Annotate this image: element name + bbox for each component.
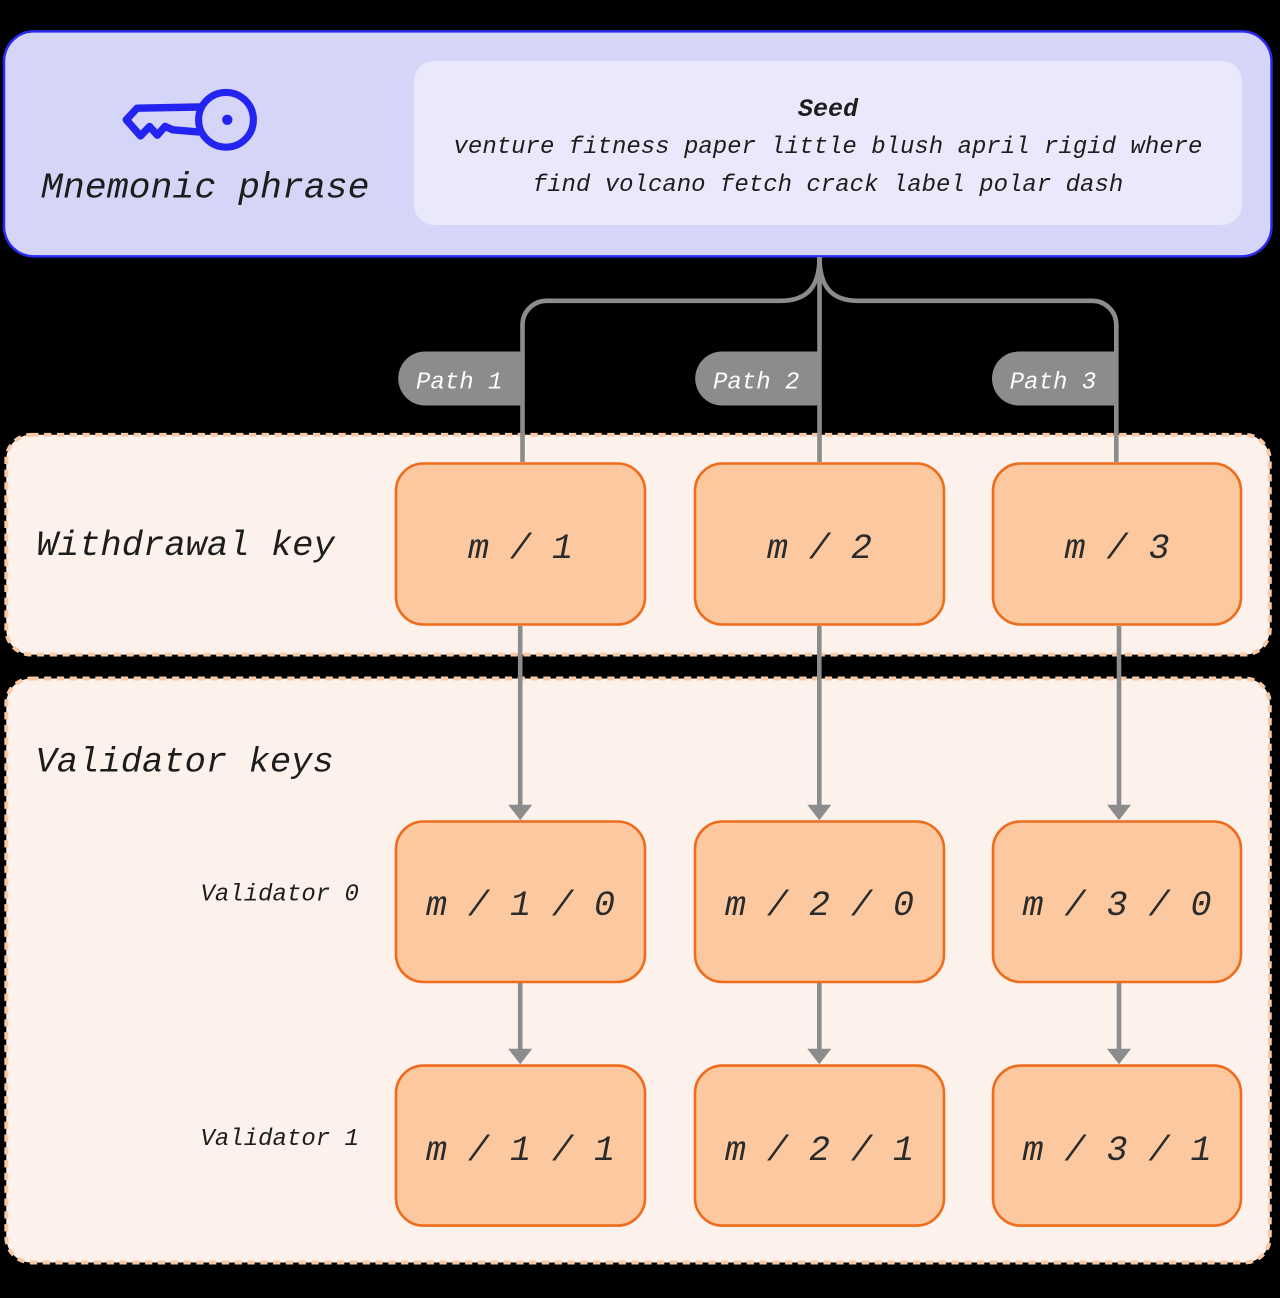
svg-text:Validator 0: Validator 0 bbox=[201, 882, 359, 909]
svg-text:Seed: Seed bbox=[798, 95, 859, 124]
svg-text:m / 2: m / 2 bbox=[767, 529, 872, 569]
svg-text:m / 3 / 1: m / 3 / 1 bbox=[1022, 1131, 1211, 1171]
svg-text:venture fitness paper little b: venture fitness paper little blush april… bbox=[454, 134, 1203, 161]
svg-text:Path 3: Path 3 bbox=[1010, 370, 1096, 397]
svg-text:Path 1: Path 1 bbox=[416, 370, 502, 397]
svg-text:m / 3 / 0: m / 3 / 0 bbox=[1022, 886, 1211, 926]
svg-text:find volcano fetch crack label: find volcano fetch crack label polar das… bbox=[533, 172, 1124, 199]
svg-text:Path 2: Path 2 bbox=[713, 370, 799, 397]
svg-text:Withdrawal key: Withdrawal key bbox=[37, 525, 336, 566]
svg-text:m / 2 / 0: m / 2 / 0 bbox=[725, 886, 914, 926]
svg-text:Mnemonic phrase: Mnemonic phrase bbox=[41, 168, 370, 209]
svg-text:Validator 1: Validator 1 bbox=[201, 1126, 359, 1153]
svg-text:m / 1 / 1: m / 1 / 1 bbox=[426, 1131, 615, 1171]
svg-text:m / 1: m / 1 bbox=[468, 529, 573, 569]
svg-text:Validator keys: Validator keys bbox=[36, 742, 334, 783]
svg-text:m / 1 / 0: m / 1 / 0 bbox=[426, 886, 615, 926]
svg-text:m / 3: m / 3 bbox=[1064, 529, 1169, 569]
svg-text:m / 2 / 1: m / 2 / 1 bbox=[725, 1131, 914, 1171]
